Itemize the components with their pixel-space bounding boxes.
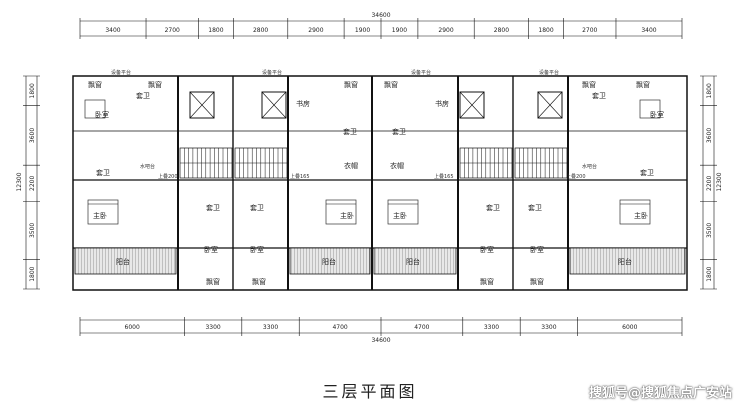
top-dimension-chain: 34600 3400 2700 1800 2800 2900 1900 1900 2900 28…: [79, 12, 683, 39]
label-bay-window: 飘窗: [344, 80, 358, 89]
label-bay-window: 飘窗: [148, 80, 162, 89]
top-dim-segment: 2700: [165, 27, 180, 34]
label-ensuite: 套卫: [486, 203, 500, 212]
label-bedroom: 卧室: [95, 110, 109, 119]
right-dim-segment: 1800: [706, 83, 713, 98]
label-bay-window: 飘窗: [88, 80, 102, 89]
label-master-bedroom: 主卧: [393, 211, 407, 220]
label-balcony: 阳台: [618, 257, 632, 266]
top-dim-segment: 3400: [105, 27, 120, 34]
label-ensuite: 套卫: [250, 203, 264, 212]
label-bedroom: 卧室: [250, 245, 264, 254]
label-bay-window: 飘窗: [206, 277, 220, 286]
top-dim-segment: 1900: [392, 27, 407, 34]
bottom-total-dim: 34600: [371, 337, 390, 344]
bottom-dim-segment: 3300: [263, 324, 278, 331]
label-bedroom: 卧室: [204, 245, 218, 254]
label-balcony: 阳台: [116, 257, 130, 266]
label-bay-window: 飘窗: [582, 80, 596, 89]
label-equipment-platform: 设备平台: [262, 69, 282, 76]
elevators: [189, 91, 563, 119]
label-ensuite: 套卫: [206, 203, 220, 212]
label-ensuite: 套卫: [343, 127, 357, 136]
top-dim-segment: 1800: [208, 27, 223, 34]
right-dim-segment: 3500: [706, 223, 713, 238]
label-bedroom: 卧室: [480, 245, 494, 254]
right-dim-segment: 2200: [706, 176, 713, 191]
beds: [84, 99, 661, 225]
label-bay-window: 飘窗: [384, 80, 398, 89]
watermark-text: 搜狐号@搜狐焦点广安站: [588, 386, 732, 401]
label-master-bedroom: 主卧: [93, 211, 107, 220]
left-dim-segment: 3500: [29, 223, 36, 238]
label-bedroom: 卧室: [650, 110, 664, 119]
label-master-bedroom: 主卧: [634, 211, 648, 220]
top-dim-segment: 3400: [641, 27, 656, 34]
label-stair-up-200: 上叠200: [158, 173, 178, 180]
left-dim-segment: 1800: [29, 83, 36, 98]
bottom-dim-segment: 3300: [541, 324, 556, 331]
label-ensuite: 套卫: [640, 168, 654, 177]
label-equipment-platform: 设备平台: [539, 69, 559, 76]
label-ensuite: 套卫: [136, 91, 150, 100]
label-bay-window: 飘窗: [530, 277, 544, 286]
label-bedroom: 卧室: [530, 245, 544, 254]
bottom-dim-segment: 3300: [484, 324, 499, 331]
bottom-dim-segment: 3300: [205, 324, 220, 331]
label-balcony: 阳台: [406, 257, 420, 266]
label-bay-window: 飘窗: [252, 277, 266, 286]
bottom-dim-segment: 6000: [125, 324, 140, 331]
label-water-bar: 水吧台: [140, 163, 155, 170]
top-total-dim: 34600: [371, 12, 390, 19]
label-water-bar: 水吧台: [582, 163, 597, 170]
label-balcony: 阳台: [322, 257, 336, 266]
label-study: 书房: [296, 99, 310, 108]
label-ensuite: 套卫: [392, 127, 406, 136]
label-stair-up-165: 上叠165: [434, 173, 454, 180]
left-total-dim: 12300: [16, 172, 23, 191]
balconies: [74, 247, 686, 275]
room-labels: 飘窗 飘窗 飘窗 飘窗 飘窗 飘窗 设备平台 设备平台 设备平台 设备平台 卧室…: [88, 69, 664, 286]
bottom-dimension-chain: 34600 6000 3300 3300 4700 4700 3300 3300 6000: [79, 317, 683, 344]
bottom-dim-segment: 4700: [332, 324, 347, 331]
label-master-bedroom: 主卧: [340, 211, 354, 220]
label-stair-up-200: 上叠200: [566, 173, 586, 180]
left-dim-segment: 1800: [29, 266, 36, 281]
top-dim-segment: 2800: [494, 27, 509, 34]
left-dimension-chain: 1800 3600 2200 3500 1800 12300: [16, 75, 40, 290]
right-dim-segment: 1800: [706, 266, 713, 281]
top-dim-segment: 1900: [355, 27, 370, 34]
right-total-dim: 12300: [716, 172, 723, 191]
label-bay-window: 飘窗: [480, 277, 494, 286]
top-dim-segment: 1800: [538, 27, 553, 34]
plan-title: 三层平面图: [322, 382, 418, 401]
right-dim-segment: 3600: [706, 128, 713, 143]
label-wardrobe: 衣帽: [390, 161, 404, 170]
top-dim-segment: 2900: [308, 27, 323, 34]
label-equipment-platform: 设备平台: [111, 69, 131, 76]
label-ensuite: 套卫: [592, 91, 606, 100]
left-dim-segment: 2200: [29, 176, 36, 191]
top-dim-segment: 2800: [253, 27, 268, 34]
stairs: [179, 147, 568, 179]
label-bay-window: 飘窗: [636, 80, 650, 89]
bottom-dim-segment: 6000: [622, 324, 637, 331]
top-dim-segment: 2700: [582, 27, 597, 34]
label-wardrobe: 衣帽: [344, 161, 358, 170]
right-dimension-chain: 1800 3600 2200 3500 1800 12300: [700, 75, 723, 290]
label-study: 书房: [435, 99, 449, 108]
left-dim-segment: 3600: [29, 128, 36, 143]
label-ensuite: 套卫: [528, 203, 542, 212]
top-dim-segment: 2900: [438, 27, 453, 34]
bottom-dim-segment: 4700: [414, 324, 429, 331]
label-equipment-platform: 设备平台: [411, 69, 431, 76]
label-stair-up-165: 上叠165: [290, 173, 310, 180]
label-ensuite: 套卫: [96, 168, 110, 177]
